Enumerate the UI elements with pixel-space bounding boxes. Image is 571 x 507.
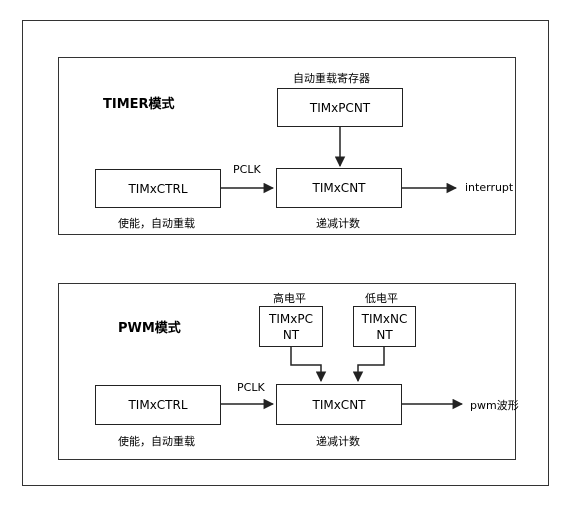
- pwm-pcnt-box-line1: TIMxPC: [269, 311, 313, 326]
- pwm-ctrl-caption: 使能，自动重载: [118, 435, 195, 448]
- pwm-ctrl-box: TIMxCTRL: [95, 385, 221, 425]
- pwm-clock-label: PCLK: [237, 381, 265, 394]
- pwm-ctrl-box-label: TIMxCTRL: [128, 398, 188, 412]
- timer-cnt-box: TIMxCNT: [276, 168, 402, 208]
- timer-section-title: TIMER模式: [103, 97, 175, 112]
- timer-pcnt-box-label: TIMxPCNT: [309, 100, 371, 115]
- pwm-cnt-box: TIMxCNT: [276, 384, 402, 425]
- pwm-high-label: 高电平: [273, 292, 306, 305]
- outer-frame: [22, 20, 549, 486]
- timer-ctrl-box-label: TIMxCTRL: [128, 181, 188, 196]
- pwm-cnt-box-label: TIMxCNT: [312, 397, 366, 412]
- timer-ctrl-caption: 使能，自动重载: [118, 217, 195, 230]
- pwm-section-frame: [58, 283, 516, 460]
- timer-cnt-caption: 递减计数: [316, 217, 360, 230]
- pwm-section-title: PWM模式: [118, 321, 181, 336]
- pwm-cnt-caption: 递减计数: [316, 435, 360, 448]
- pwm-ncnt-box-line1: TIMxNC: [361, 311, 408, 326]
- pwm-output-label: pwm波形: [470, 399, 519, 412]
- timer-output-label: interrupt: [465, 181, 514, 194]
- pwm-ncnt-box-line2: NT: [376, 327, 393, 342]
- pwm-low-label: 低电平: [365, 292, 398, 305]
- pwm-pcnt-box: TIMxPC NT: [259, 306, 323, 347]
- timer-section-frame: [58, 57, 516, 235]
- pwm-pcnt-box-line2: NT: [282, 327, 300, 342]
- arrow-ncnt-to-cnt-pwm: [352, 347, 385, 383]
- timer-clock-label: PCLK: [233, 163, 261, 176]
- timer-cnt-box-label: TIMxCNT: [312, 181, 366, 195]
- timer-pcnt-box: TIMxPCNT: [277, 88, 403, 127]
- pwm-ncnt-box: TIMxNC NT: [353, 306, 416, 347]
- reload-register-label: 自动重载寄存器: [293, 72, 370, 85]
- timer-ctrl-box: TIMxCTRL: [95, 169, 221, 208]
- arrow-pcnt-to-cnt-pwm: [290, 347, 327, 383]
